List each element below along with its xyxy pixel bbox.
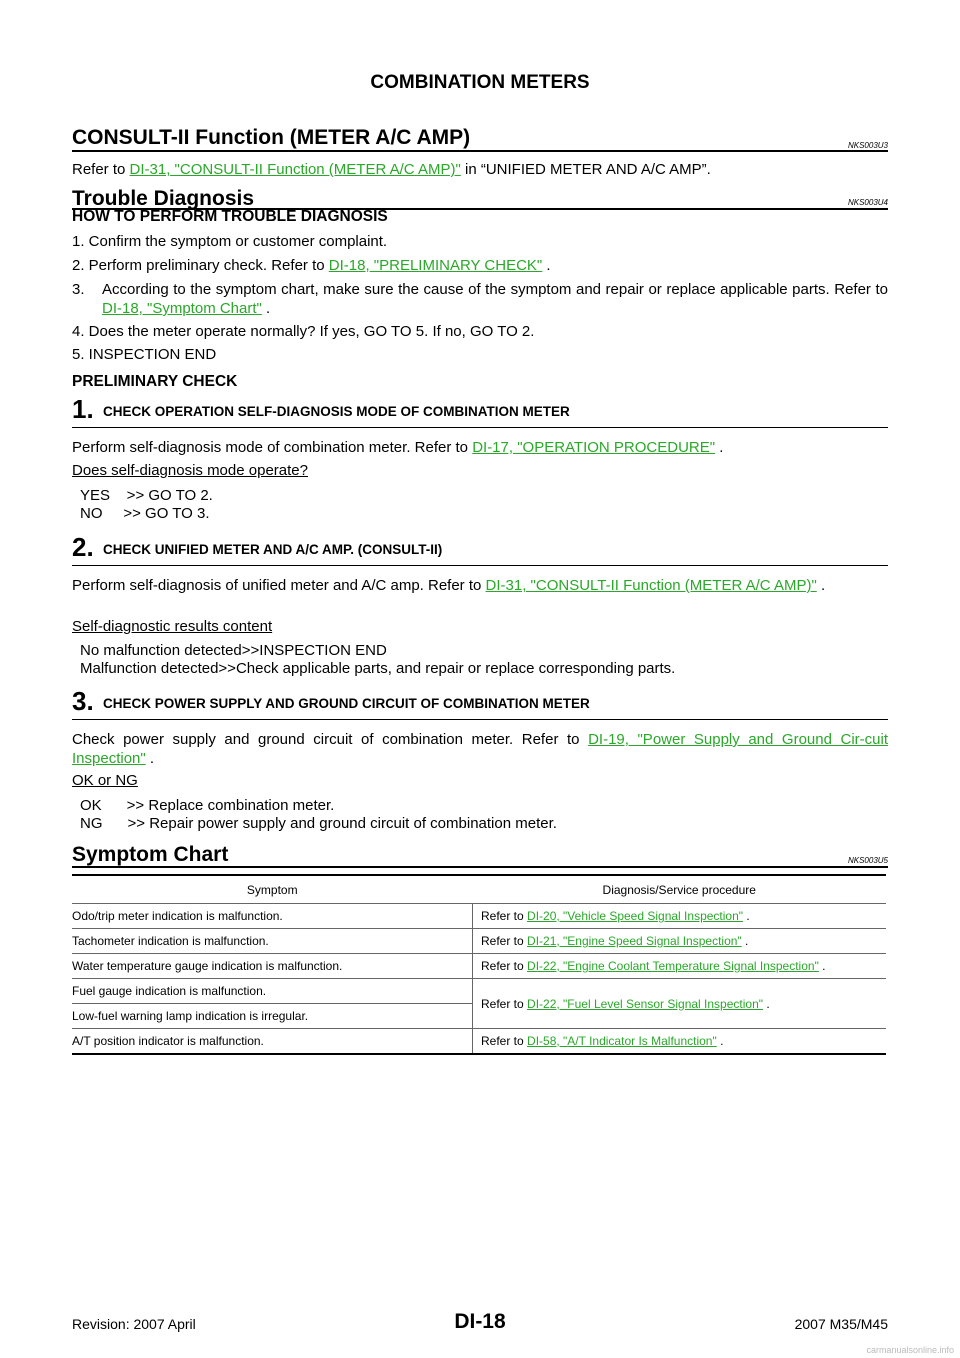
step-1-title: CHECK OPERATION SELF-DIAGNOSIS MODE OF C… xyxy=(103,404,570,419)
vehicle-speed-link[interactable]: DI-20, "Vehicle Speed Signal Inspection" xyxy=(527,909,744,923)
step-2-link[interactable]: DI-31, "CONSULT-II Function (METER A/C A… xyxy=(485,577,817,594)
procedure-cell: Refer to DI-58, "A/T Indicator Is Malfun… xyxy=(472,1028,886,1055)
table-row: Fuel gauge indication is malfunction. Re… xyxy=(72,978,886,1029)
howto-step-3-body: According to the symptom chart, make sur… xyxy=(102,280,888,318)
consult-link[interactable]: DI-31, "CONSULT-II Function (METER A/C A… xyxy=(129,161,461,178)
procedure-cell: Refer to DI-22, "Engine Coolant Temperat… xyxy=(472,953,886,979)
table-row: Tachometer indication is malfunction. Re… xyxy=(72,928,886,954)
step-1-number: 1. xyxy=(72,394,94,424)
refer-suffix: . xyxy=(763,996,770,1011)
symptom-chart-rule xyxy=(72,866,888,868)
footer-revision: Revision: 2007 April xyxy=(72,1316,196,1332)
symptom-cell: A/T position indicator is malfunction. xyxy=(72,1028,473,1055)
at-indicator-link[interactable]: DI-58, "A/T Indicator Is Malfunction" xyxy=(527,1034,717,1048)
consult-section-code: NKS003U3 xyxy=(847,141,888,150)
step-3-title: CHECK POWER SUPPLY AND GROUND CIRCUIT OF… xyxy=(103,696,590,711)
howto-heading: HOW TO PERFORM TROUBLE DIAGNOSIS xyxy=(72,208,388,225)
step-3-number: 3. xyxy=(72,686,94,716)
howto-step-3-suffix: . xyxy=(261,300,271,317)
symptom-cell: Odo/trip meter indication is malfunction… xyxy=(72,903,473,929)
symptom-cell: Water temperature gauge indication is ma… xyxy=(72,953,473,979)
step-3-link[interactable]: DI-19, "Power Supply and Ground Cir-cuit… xyxy=(72,731,888,767)
consult-refer-suffix: in “UNIFIED METER AND A/C AMP”. xyxy=(460,161,711,178)
step-1-rule xyxy=(72,427,888,428)
table-row: A/T position indicator is malfunction. R… xyxy=(72,1028,886,1055)
step-1-text-prefix: Perform self-diagnosis mode of combinati… xyxy=(72,439,473,456)
step-2-rule xyxy=(72,565,888,566)
trouble-section-title: Trouble Diagnosis xyxy=(72,187,255,210)
step-2-answer-ok: No malfunction detected>>INSPECTION END xyxy=(80,642,387,659)
engine-speed-link[interactable]: DI-21, "Engine Speed Signal Inspection" xyxy=(527,934,742,948)
howto-step-3-text: According to the symptom chart, make sur… xyxy=(102,281,888,298)
step-1-answer-no: NO >> GO TO 3. xyxy=(80,505,210,522)
refer-text: Refer to xyxy=(481,909,528,923)
symptom-cell: Fuel gauge indication is malfunction. xyxy=(72,978,473,1004)
step-2-text-prefix: Perform self-diagnosis of unified meter … xyxy=(72,577,486,594)
procedure-column-header: Diagnosis/Service procedure xyxy=(472,874,886,904)
step-2-question: Self-diagnostic results content xyxy=(72,618,273,635)
refer-suffix: . xyxy=(716,1034,724,1048)
coolant-temperature-link[interactable]: DI-22, "Engine Coolant Temperature Signa… xyxy=(527,959,819,973)
symptom-table-header: Symptom Diagnosis/Service procedure xyxy=(72,874,886,904)
step-3-text-suffix: . xyxy=(145,750,155,767)
procedure-cell: Refer to DI-22, "Fuel Level Sensor Signa… xyxy=(472,978,886,1029)
step-3-text-prefix: Check power supply and ground circuit of… xyxy=(72,731,589,748)
symptom-column-header: Symptom xyxy=(72,874,473,904)
consult-refer-prefix: Refer to xyxy=(72,161,130,178)
step-3-question: OK or NG xyxy=(72,772,138,789)
symptom-chart-link[interactable]: DI-18, "Symptom Chart" xyxy=(102,300,262,317)
preliminary-check-link[interactable]: DI-18, "PRELIMINARY CHECK" xyxy=(328,257,543,274)
trouble-section-code: NKS003U4 xyxy=(847,198,888,207)
refer-text: Refer to xyxy=(481,934,528,948)
step-1-link[interactable]: DI-17, "OPERATION PROCEDURE" xyxy=(472,439,716,456)
step-2-answer-ng: Malfunction detected>>Check applicable p… xyxy=(80,660,676,677)
footer-page-number: DI-18 xyxy=(454,1310,506,1333)
fuel-level-link[interactable]: DI-22, "Fuel Level Sensor Signal Inspect… xyxy=(527,996,764,1011)
procedure-cell: Refer to DI-20, "Vehicle Speed Signal In… xyxy=(472,903,886,929)
step-1-answer-yes: YES >> GO TO 2. xyxy=(80,487,213,504)
howto-step-3-num: 3. xyxy=(72,281,85,298)
watermark: carmanualsonline.info xyxy=(866,1345,954,1355)
step-3-text: Check power supply and ground circuit of… xyxy=(72,730,888,768)
step-1-question: Does self-diagnosis mode operate? xyxy=(72,462,308,479)
step-2-number: 2. xyxy=(72,532,94,562)
refer-suffix: . xyxy=(818,959,826,973)
step-2-text-suffix: . xyxy=(816,577,826,594)
howto-step-3: 3. According to the symptom chart, make … xyxy=(72,280,888,318)
howto-step-2-text: 2. Perform preliminary check. Refer to xyxy=(72,257,329,274)
symptom-cell: Tachometer indication is malfunction. xyxy=(72,928,473,954)
page-header-title: COMBINATION METERS xyxy=(370,72,590,93)
procedure-cell: Refer to DI-21, "Engine Speed Signal Ins… xyxy=(472,928,886,954)
step-1-text: Perform self-diagnosis mode of combinati… xyxy=(72,438,888,457)
consult-section-title: CONSULT-II Function (METER A/C AMP) xyxy=(72,126,471,149)
refer-suffix: . xyxy=(743,909,750,923)
symptom-table: Symptom Diagnosis/Service procedure Odo/… xyxy=(72,874,886,1055)
consult-section-rule xyxy=(72,150,888,152)
step-2-title: CHECK UNIFIED METER AND A/C AMP. (CONSUL… xyxy=(103,542,443,557)
refer-text: Refer to xyxy=(481,996,528,1011)
howto-step-4: 4. Does the meter operate normally? If y… xyxy=(72,323,535,340)
step-3-rule xyxy=(72,719,888,720)
footer-model: 2007 M35/M45 xyxy=(794,1316,888,1332)
table-row: Low-fuel warning lamp indication is irre… xyxy=(72,1003,886,1029)
howto-step-5: 5. INSPECTION END xyxy=(72,346,217,363)
symptom-cell: Low-fuel warning lamp indication is irre… xyxy=(72,1003,473,1029)
step-2-text: Perform self-diagnosis of unified meter … xyxy=(72,576,888,595)
consult-refer-line: Refer to DI-31, "CONSULT-II Function (ME… xyxy=(72,160,888,179)
refer-text: Refer to xyxy=(481,1034,528,1048)
step-3-answer-ok: OK >> Replace combination meter. xyxy=(80,797,335,814)
refer-suffix: . xyxy=(741,934,749,948)
step-3-answer-ng: NG >> Repair power supply and ground cir… xyxy=(80,815,557,832)
symptom-chart-title: Symptom Chart xyxy=(72,843,229,866)
symptom-chart-code: NKS003U5 xyxy=(847,856,888,865)
refer-text: Refer to xyxy=(481,959,528,973)
table-row: Odo/trip meter indication is malfunction… xyxy=(72,903,886,929)
howto-step-2-suffix: . xyxy=(542,257,551,274)
step-1-text-suffix: . xyxy=(715,439,724,456)
trouble-section-rule xyxy=(72,208,888,210)
table-row: Water temperature gauge indication is ma… xyxy=(72,953,886,979)
howto-step-2: 2. Perform preliminary check. Refer to D… xyxy=(72,256,888,275)
howto-step-1: 1. Confirm the symptom or customer compl… xyxy=(72,233,388,250)
preliminary-heading: PRELIMINARY CHECK xyxy=(72,373,238,390)
